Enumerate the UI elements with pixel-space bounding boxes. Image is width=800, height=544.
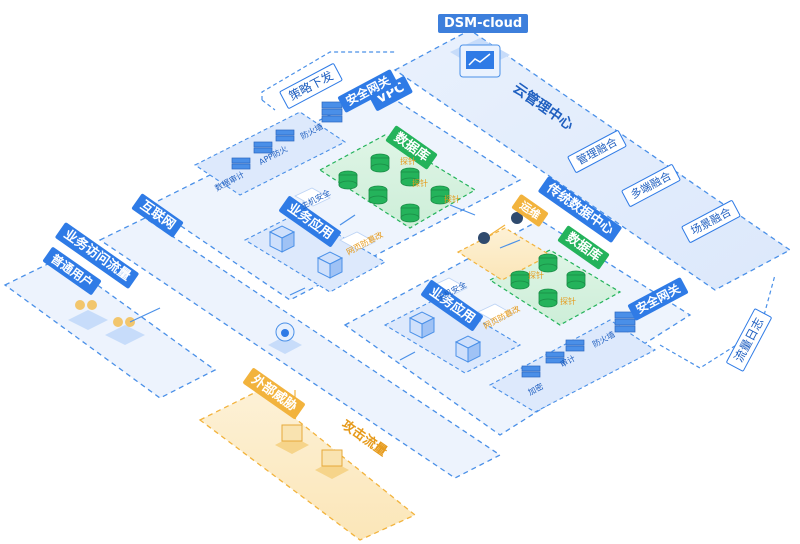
- internet-cloud-icon: [268, 322, 302, 354]
- probe-right2-label: 探针: [560, 297, 576, 306]
- app-cubes: [268, 225, 482, 363]
- top-gw-zone: [193, 111, 347, 196]
- probe-right-label: 探针: [528, 271, 544, 280]
- right-gw-servers: [521, 311, 636, 378]
- ops-user-icons: [478, 212, 523, 244]
- probe-top2-label: 探针: [412, 179, 428, 188]
- small-cards: [294, 187, 514, 323]
- right-db-cylinders: [510, 253, 586, 308]
- top-db-cylinders: [338, 153, 450, 223]
- threat-icons: [275, 424, 349, 479]
- probe-top3-label: 探针: [444, 195, 460, 204]
- internet-zone: [98, 217, 502, 479]
- user-access-zone: [3, 257, 217, 399]
- probe-top-label: 探针: [400, 157, 416, 166]
- right-gw-zone: [488, 319, 657, 413]
- traffic-log-path: [659, 274, 776, 369]
- user-icons: [68, 300, 145, 345]
- top-gw-servers: [231, 101, 343, 170]
- external-threat-zone: [198, 389, 417, 541]
- top-db-zone: [318, 134, 477, 229]
- flow-arrows: [129, 204, 521, 361]
- policy-dispatch-path: [261, 51, 395, 100]
- dsm-cloud-monitor: [450, 38, 510, 78]
- dsm-cloud-label: DSM-cloud: [438, 14, 529, 33]
